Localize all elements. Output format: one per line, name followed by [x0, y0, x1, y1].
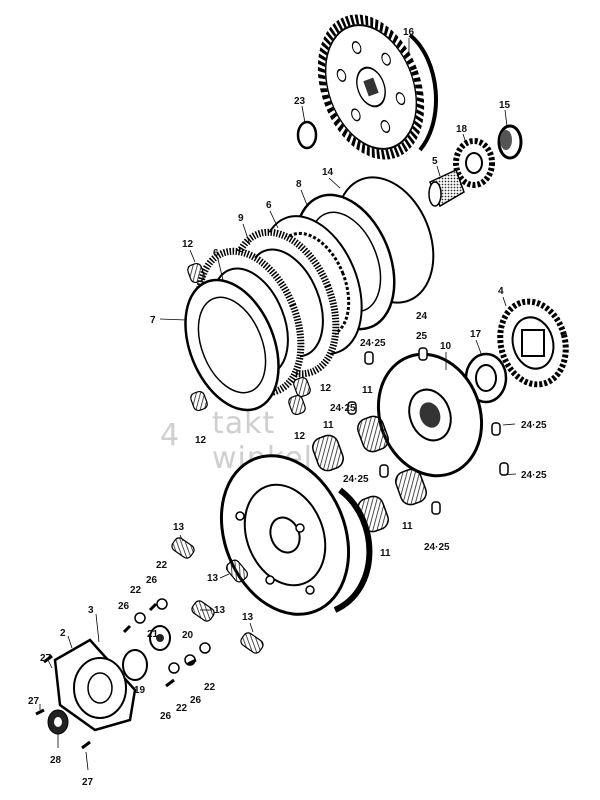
damper-spring	[187, 262, 311, 416]
callout-26b: 26	[118, 601, 130, 612]
clutch-center	[497, 298, 569, 388]
clutch-collar	[464, 352, 508, 404]
callout-17: 17	[470, 329, 482, 340]
callout-24a: 24	[416, 311, 428, 322]
clutch-pin	[347, 347, 509, 515]
primary-drive-gear	[453, 138, 495, 188]
outer-spring	[171, 537, 264, 654]
callout-15: 15	[499, 100, 511, 111]
washer	[134, 598, 211, 674]
callout-12a: 12	[182, 239, 194, 250]
callout-4: 4	[498, 286, 504, 297]
callout-6a: 6	[266, 200, 272, 211]
callout-27b: 27	[28, 696, 40, 707]
callout-20: 20	[182, 630, 194, 641]
callout-11d: 11	[380, 548, 391, 559]
callout-11b: 11	[323, 420, 334, 431]
callout-9: 9	[238, 213, 244, 224]
callout-14: 14	[322, 167, 334, 178]
watermark-digit: 4	[160, 418, 180, 453]
callout-22d: 22	[176, 703, 188, 714]
leader-lines	[39, 38, 517, 771]
callout-13a: 13	[173, 522, 185, 533]
callout-3: 3	[88, 605, 94, 616]
callout-11c: 11	[402, 521, 413, 532]
callout-11a: 11	[362, 385, 373, 396]
callout-24-25f: 24·25	[424, 542, 450, 553]
callout-8: 8	[296, 179, 302, 190]
callout-2: 2	[60, 628, 66, 639]
needle-bearing	[428, 168, 465, 208]
callout-22a: 22	[156, 560, 168, 571]
callout-13c: 13	[214, 605, 226, 616]
callout-12c: 12	[195, 435, 207, 446]
callout-27a: 27	[40, 653, 52, 664]
callout-26d: 26	[160, 711, 172, 722]
bearing	[497, 124, 523, 160]
callout-16: 16	[403, 27, 415, 38]
callout-24-25b: 24·25	[330, 403, 356, 414]
callout-13d: 13	[242, 612, 254, 623]
oil-filter-cover	[53, 638, 137, 732]
screw	[35, 602, 197, 750]
callout-22c: 22	[204, 682, 216, 693]
callout-13b: 13	[207, 573, 219, 584]
callout-26a: 26	[146, 575, 158, 586]
callout-26c: 26	[190, 695, 202, 706]
callout-24-25a: 24·25	[360, 338, 386, 349]
callout-12d: 12	[294, 431, 306, 442]
clutch-outer	[219, 454, 373, 616]
circlip	[296, 120, 318, 150]
callout-25a: 25	[416, 331, 428, 342]
oil-filter-rotor	[122, 625, 171, 681]
watermark-line1: takt	[212, 406, 275, 441]
callout-12b: 12	[320, 383, 332, 394]
callout-18: 18	[456, 124, 468, 135]
callout-10: 10	[440, 341, 452, 352]
callout-19: 19	[134, 685, 146, 696]
callout-23: 23	[294, 96, 306, 107]
clutch-end-plate	[184, 278, 280, 412]
primary-driven-gear	[317, 14, 438, 160]
callout-5: 5	[432, 156, 438, 167]
callout-labels: 16 23 15 18 5 8 14 9 6 6 12 7 4 24 25 17…	[28, 27, 547, 788]
callout-28: 28	[50, 755, 62, 766]
callout-24-25c: 24·25	[521, 420, 547, 431]
callout-24-25e: 24·25	[521, 470, 547, 481]
callout-27c: 27	[82, 777, 94, 788]
callout-24-25d: 24·25	[343, 474, 369, 485]
callout-21: 21	[147, 629, 159, 640]
callout-22b: 22	[130, 585, 142, 596]
oil-seal	[47, 709, 69, 735]
callout-6b: 6	[213, 248, 219, 259]
callout-7: 7	[150, 315, 156, 326]
